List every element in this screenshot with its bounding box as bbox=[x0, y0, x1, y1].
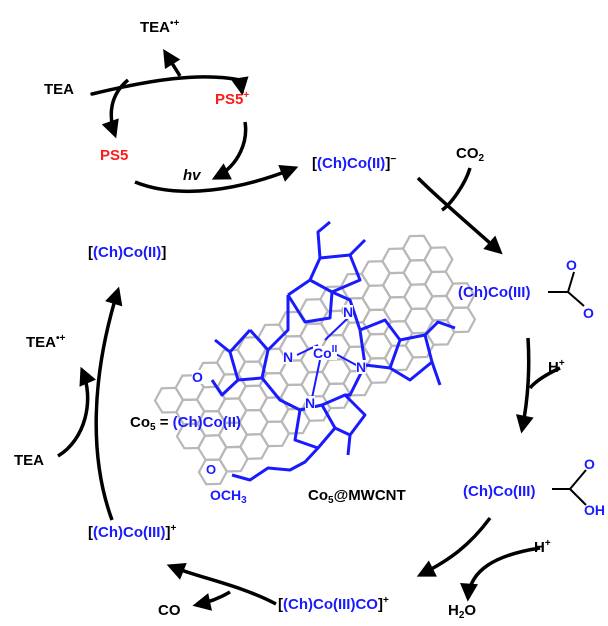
bond bbox=[231, 446, 320, 482]
co-ii-anion-label: [(Ch)Co(II)]− bbox=[312, 154, 397, 172]
bond bbox=[293, 403, 337, 450]
tea-radical-arrow bbox=[163, 48, 182, 77]
co-iii-co2-label: (Ch)Co(III) bbox=[458, 284, 531, 301]
atom-o-carboxy-1: O bbox=[566, 257, 577, 273]
atom-n-top: N bbox=[343, 304, 354, 320]
bond bbox=[321, 393, 367, 437]
co-iii-cation-label: [(Ch)Co(III)]+ bbox=[88, 523, 177, 541]
bond bbox=[430, 361, 442, 386]
reduction-arrow bbox=[94, 286, 123, 521]
co-out-arrow bbox=[192, 590, 231, 611]
atom-o-ester: O bbox=[206, 462, 217, 477]
cobalt-center: CoII bbox=[313, 344, 338, 361]
bond bbox=[260, 377, 301, 412]
co5-definition: Co5 = (Ch)Co(II) bbox=[130, 414, 241, 433]
protonation-arrow-2 bbox=[416, 516, 492, 577]
co2-label: CO2 bbox=[456, 145, 485, 164]
carboxyl-bond bbox=[567, 291, 585, 307]
bond bbox=[348, 238, 367, 257]
h-plus-1-arrow bbox=[528, 366, 561, 390]
tube-hexagon bbox=[445, 306, 477, 334]
co5-mwcnt-label: Co5@MWCNT bbox=[308, 487, 406, 506]
bond bbox=[331, 290, 362, 331]
carboxyl-bond bbox=[569, 488, 587, 506]
carboxyl-bond bbox=[569, 469, 587, 490]
co-label: CO bbox=[158, 602, 181, 619]
carboxyl-bond bbox=[567, 271, 575, 293]
ps5-plus-arrow bbox=[211, 121, 248, 180]
bond bbox=[214, 338, 231, 354]
co-iii-cooh-label: (Ch)Co(III) bbox=[463, 483, 536, 500]
bond bbox=[345, 364, 367, 397]
cobalt-chlorin-structure bbox=[210, 220, 456, 482]
protonation-arrow-1 bbox=[515, 337, 534, 434]
main-cycle-arrows bbox=[57, 167, 561, 611]
atom-n-bottom: N bbox=[305, 395, 316, 411]
photosensitizer-cycle bbox=[90, 48, 299, 194]
bond bbox=[210, 378, 240, 397]
h-plus-1-label: H+ bbox=[548, 358, 565, 376]
bond bbox=[423, 320, 456, 337]
co-release-arrow bbox=[166, 562, 277, 606]
co2-incoming-arrow bbox=[440, 167, 472, 212]
tea-radical-left-label: TEA•+ bbox=[26, 333, 66, 351]
bond bbox=[316, 220, 331, 259]
ps5-plus-label: PS5+ bbox=[215, 90, 250, 108]
bond bbox=[286, 278, 334, 324]
co-n-bond bbox=[311, 359, 321, 399]
atom-o-carboxy-2: O bbox=[583, 305, 594, 321]
tea-oxidation-arrow bbox=[90, 75, 249, 96]
ps5-left-arrow bbox=[101, 78, 130, 139]
ps5-label: PS5 bbox=[100, 147, 129, 164]
hv-arrow bbox=[134, 164, 299, 194]
bond bbox=[346, 434, 352, 456]
atom-n-left: N bbox=[283, 349, 294, 365]
water-release-arrow bbox=[460, 546, 541, 602]
atom-n-right: N bbox=[356, 359, 367, 375]
atom-oh-cooh: OH bbox=[584, 502, 606, 518]
tea-radical-top: TEA•+ bbox=[140, 18, 180, 36]
bond bbox=[266, 295, 290, 352]
bond bbox=[358, 318, 402, 370]
h-plus-2-label: H+ bbox=[534, 538, 551, 556]
co2-binding-arrow bbox=[416, 176, 503, 255]
co-n-bond bbox=[324, 317, 349, 341]
tea-left-arrow bbox=[57, 366, 96, 458]
hv-label: hv bbox=[183, 167, 201, 184]
co-iii-co-label: [(Ch)Co(III)CO]+ bbox=[278, 595, 389, 613]
atom-o-ketone: O bbox=[192, 369, 203, 385]
atom-o-cooh-1: O bbox=[584, 456, 595, 472]
och3-label: OCH3 bbox=[210, 487, 247, 506]
tea-left-label: TEA bbox=[14, 452, 44, 469]
tea-top: TEA bbox=[44, 81, 74, 98]
tube-hexagon bbox=[423, 246, 454, 274]
h2o-label: H2O bbox=[448, 602, 477, 621]
co-ii-label: [(Ch)Co(II)] bbox=[88, 244, 167, 261]
bond bbox=[228, 328, 270, 382]
